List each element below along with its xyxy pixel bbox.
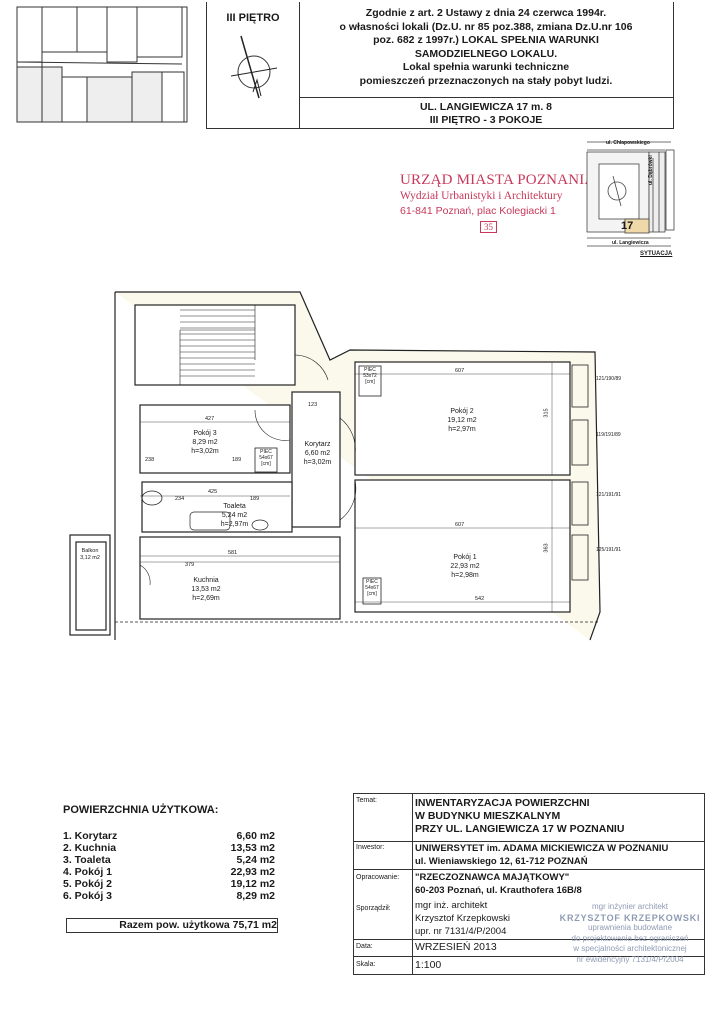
key-plan-thumbnail bbox=[16, 6, 188, 123]
dim-label: 189 bbox=[232, 457, 242, 463]
dim-label: 427 bbox=[205, 416, 215, 422]
legal-line: Lokal spełnia warunki techniczne bbox=[402, 61, 570, 73]
window-label: 119/191/89 bbox=[596, 432, 621, 438]
stamp-line: 61-841 Poznań, plac Kolegiacki 1 bbox=[400, 205, 556, 217]
dim-label: 238 bbox=[145, 457, 155, 463]
stamp-line: URZĄD MIASTA POZNANIA bbox=[400, 172, 596, 188]
dim-label: 425 bbox=[208, 489, 218, 495]
dim-label: 607 bbox=[455, 522, 465, 528]
room-toaleta bbox=[141, 481, 293, 533]
tb-row-opracowanie: Opracowanie: "RZECZOZNAWCA MAJĄTKOWY"60-… bbox=[354, 869, 704, 940]
legal-line: o własności lokali (Dz.U. nr 85 poz.388,… bbox=[339, 20, 633, 33]
tb-row-inwestor: Inwestor: UNIWERSYTET im. ADAMA MICKIEWI… bbox=[354, 841, 704, 870]
dim-label: 542 bbox=[475, 596, 485, 602]
legal-line: Zgodnie z art. 2 Ustawy z dnia 24 czerwc… bbox=[365, 7, 607, 19]
window-label: 121/191/91 bbox=[596, 492, 622, 498]
room-korytarz bbox=[291, 391, 341, 528]
stamp-number: 35 bbox=[480, 221, 497, 233]
header-floor-cell: III PIĘTRO bbox=[207, 2, 300, 128]
window-label: 121/190/89 bbox=[596, 376, 622, 382]
legal-line: pomieszczeń przeznaczonych na stały poby… bbox=[359, 74, 613, 87]
dim-label: 315 bbox=[543, 408, 550, 418]
street-top: ul. Chłapowskiego bbox=[606, 140, 650, 146]
room-pokoj-1 bbox=[354, 479, 571, 613]
window-label: 125/191/91 bbox=[596, 547, 622, 553]
situation-title: SYTUACJA bbox=[640, 251, 673, 257]
tb-row-skala: Skala: 1:100 bbox=[356, 959, 442, 971]
dim-label: 234 bbox=[175, 496, 185, 502]
floor-rooms-line: III PIĘTRO - 3 POKOJE bbox=[429, 114, 543, 126]
north-arrow-icon bbox=[230, 35, 278, 99]
dim-label: 379 bbox=[185, 562, 195, 568]
building-number: 17 bbox=[621, 220, 634, 232]
tb-row-data: Data: WRZESIEŃ 2013 bbox=[354, 939, 704, 957]
header-box: III PIĘTRO Zgodnie z art. 2 Ustawy z dni… bbox=[206, 2, 674, 129]
city-office-stamp: URZĄD MIASTA POZNANIA Wydział Urbanistyk… bbox=[400, 172, 596, 235]
legal-line: poz. 682 z 1997r.) LOKAL SPEŁNIA WARUNKI bbox=[373, 34, 599, 46]
address-line: UL. LANGIEWICZA 17 m. 8 bbox=[419, 101, 553, 113]
dim-label: 363 bbox=[543, 543, 550, 553]
legal-line: SAMODZIELNEGO LOKALU. bbox=[414, 47, 558, 60]
room-pokoj-2 bbox=[354, 361, 571, 476]
balcony bbox=[69, 534, 111, 636]
dim-label: 189 bbox=[250, 496, 260, 502]
total-area: Razem pow. użytkowa 75,71 m2 bbox=[66, 918, 278, 933]
unit-address: UL. LANGIEWICZA 17 m. 8 III PIĘTRO - 3 P… bbox=[299, 99, 673, 128]
stamp-line: Wydział Urbanistyki i Architektury bbox=[400, 190, 563, 202]
architect-stamp: mgr inżynier architekt KRZYSZTOF KRZEPKO… bbox=[559, 902, 701, 964]
room-kuchnia bbox=[139, 536, 341, 620]
dim-label: 607 bbox=[455, 368, 465, 374]
legal-statement: Zgodnie z art. 2 Ustawy z dnia 24 czerwc… bbox=[299, 2, 673, 98]
street-bottom: ul. Langiewicza bbox=[612, 240, 649, 246]
usable-area-title: POWIERZCHNIA UŻYTKOWA: bbox=[63, 804, 219, 816]
dim-label: 581 bbox=[228, 550, 238, 556]
dim-label: 123 bbox=[308, 402, 318, 408]
floor-plan bbox=[69, 291, 601, 641]
floor-label: III PIĘTRO bbox=[226, 12, 280, 24]
situation-map bbox=[586, 141, 675, 247]
room-pokoj-3 bbox=[139, 404, 291, 474]
